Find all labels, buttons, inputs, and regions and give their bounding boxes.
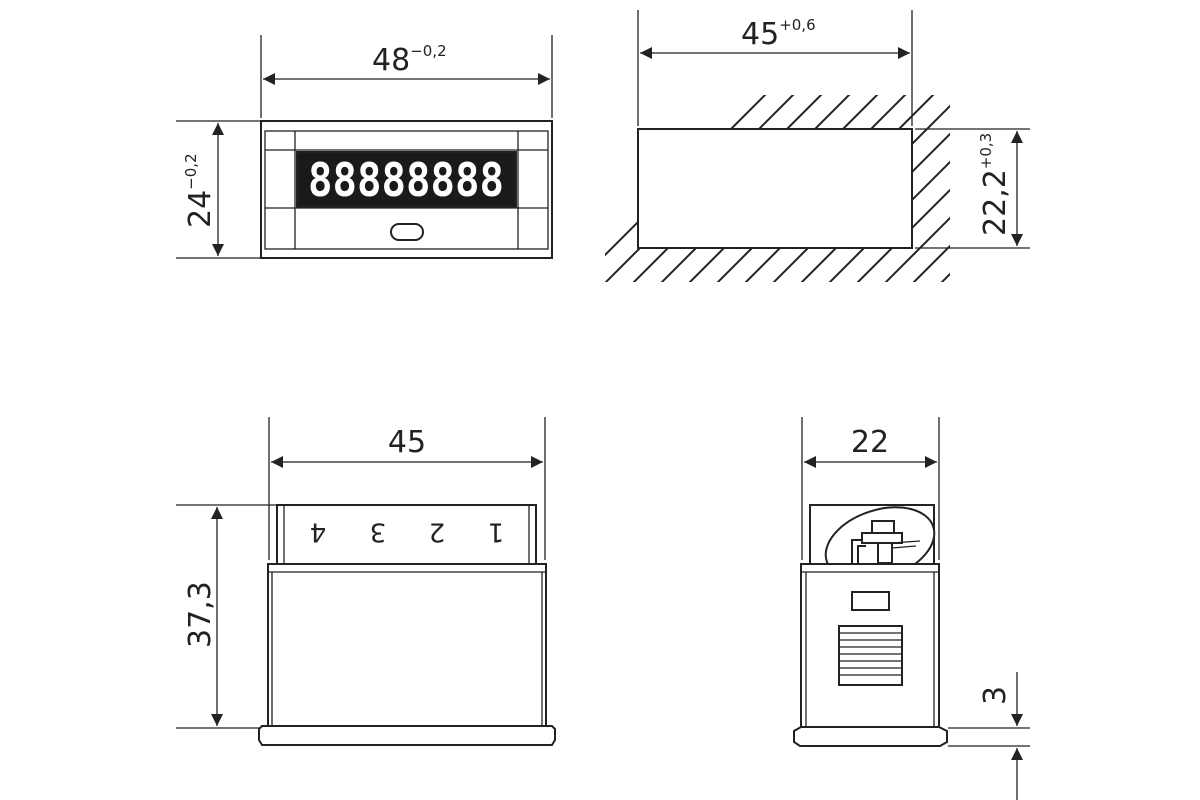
cutout-height-label: 22,2+0,3 <box>977 133 1013 236</box>
lcd-display <box>296 151 517 208</box>
side-bezel <box>258 725 556 746</box>
front-view: 48−0,2 24−0,2 88888888 <box>176 35 553 259</box>
end-view: 22 3 <box>793 417 1030 800</box>
terminal-label-3: 3 <box>370 517 387 547</box>
hatch-line <box>867 95 950 282</box>
side-width-label: 45 <box>388 425 426 460</box>
end-housing <box>800 563 940 728</box>
side-housing <box>267 563 547 727</box>
hatch-line <box>839 95 950 282</box>
reset-button-outline <box>390 223 424 241</box>
end-bezel <box>793 726 948 747</box>
hatch-line <box>811 95 950 282</box>
terminal-block <box>276 504 537 565</box>
lcd-digits: 88888888 <box>308 153 504 207</box>
hatch-line <box>923 95 950 282</box>
front-height-label: 24−0,2 <box>182 153 218 228</box>
side-height-label: 37,3 <box>183 581 218 648</box>
panel-cutout <box>637 128 913 249</box>
side-view: 45 37,3 4 3 2 1 <box>176 417 556 746</box>
bezel-label: 3 <box>978 686 1013 705</box>
terminal-label-1: 1 <box>488 517 505 547</box>
hatch-line <box>895 95 950 282</box>
cutout-width-label: 45+0,6 <box>741 16 816 52</box>
vent-grille <box>838 625 903 686</box>
end-window <box>851 591 890 611</box>
end-width-label: 22 <box>851 425 889 460</box>
front-width-label: 48−0,2 <box>372 42 447 78</box>
terminal-label-2: 2 <box>429 517 446 547</box>
cutout-view: 45+0,6 22,2+0,3 <box>605 10 1030 282</box>
terminal-label-4: 4 <box>310 517 327 547</box>
